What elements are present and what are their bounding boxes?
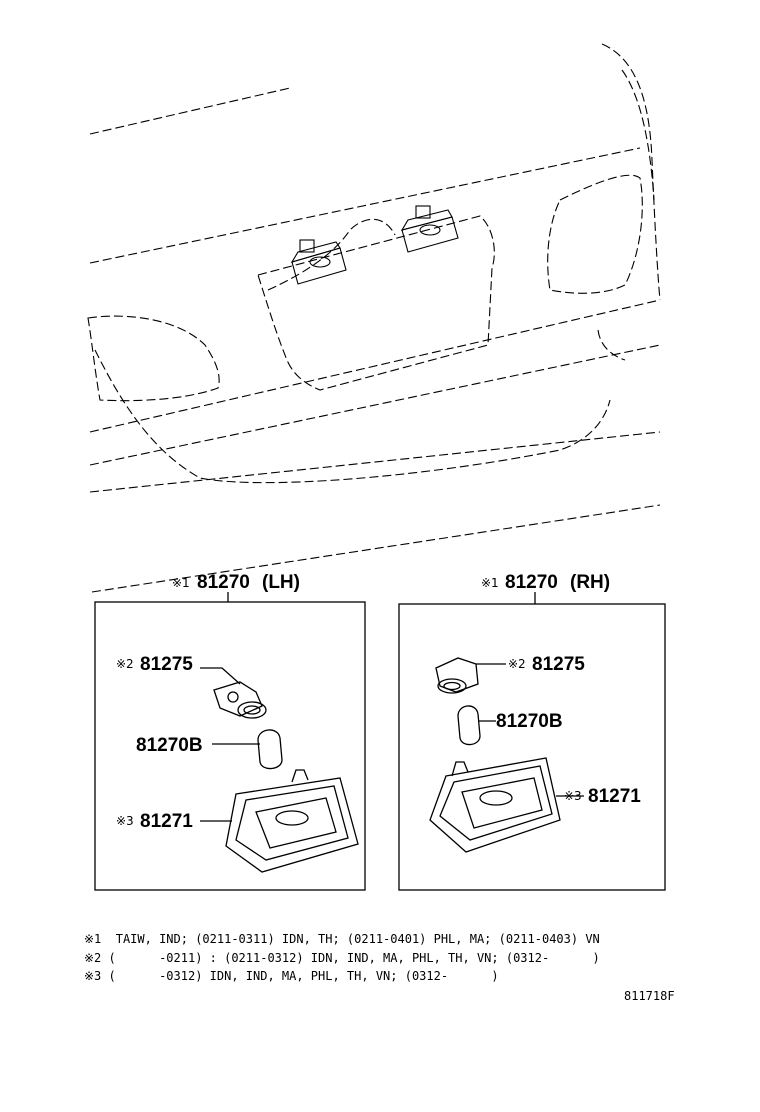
rh-socket-mark: ※2: [508, 657, 526, 671]
vehicle-rear-illustration: [87, 43, 661, 593]
lh-housing-mark: ※3: [116, 814, 134, 828]
lh-housing-part: 81271: [140, 811, 193, 832]
lh-bulb-part: 81270B: [136, 735, 203, 756]
footnote-1: ※1 TAIW, IND; (0211-0311) IDN, TH; (0211…: [84, 932, 600, 946]
lh-housing-drawing: [200, 769, 359, 873]
assembly-rh-mark: ※1: [481, 576, 499, 590]
footnote-3: ※3 ( -0312) IDN, IND, MA, PHL, TH, VN; (…: [84, 969, 499, 983]
assembly-rh-side: (RH): [570, 572, 610, 593]
rh-housing-part: 81271: [588, 786, 641, 807]
assembly-rh-part: 81270: [505, 572, 558, 593]
lh-socket-drawing: [200, 667, 267, 719]
lh-socket-part: 81275: [140, 654, 193, 675]
rh-socket-drawing: [435, 657, 506, 694]
rh-housing-mark: ※3: [564, 789, 582, 803]
rh-socket-part: 81275: [532, 654, 585, 675]
lh-bulb-drawing: [212, 729, 283, 770]
assembly-lh-part: 81270: [197, 572, 250, 593]
assembly-lh-side: (LH): [262, 572, 300, 593]
lh-socket-mark: ※2: [116, 657, 134, 671]
illustration-code: 811718F: [624, 989, 675, 1003]
assembly-lh-mark: ※1: [172, 576, 190, 590]
rh-bulb-part: 81270B: [496, 711, 563, 732]
assembly-lh-box: [94, 592, 366, 891]
rh-bulb-drawing: [457, 705, 496, 746]
footnote-2: ※2 ( -0211) : (0211-0312) IDN, IND, MA, …: [84, 951, 600, 965]
assembly-rh-box: [398, 592, 666, 891]
rh-housing-drawing: [429, 757, 584, 853]
